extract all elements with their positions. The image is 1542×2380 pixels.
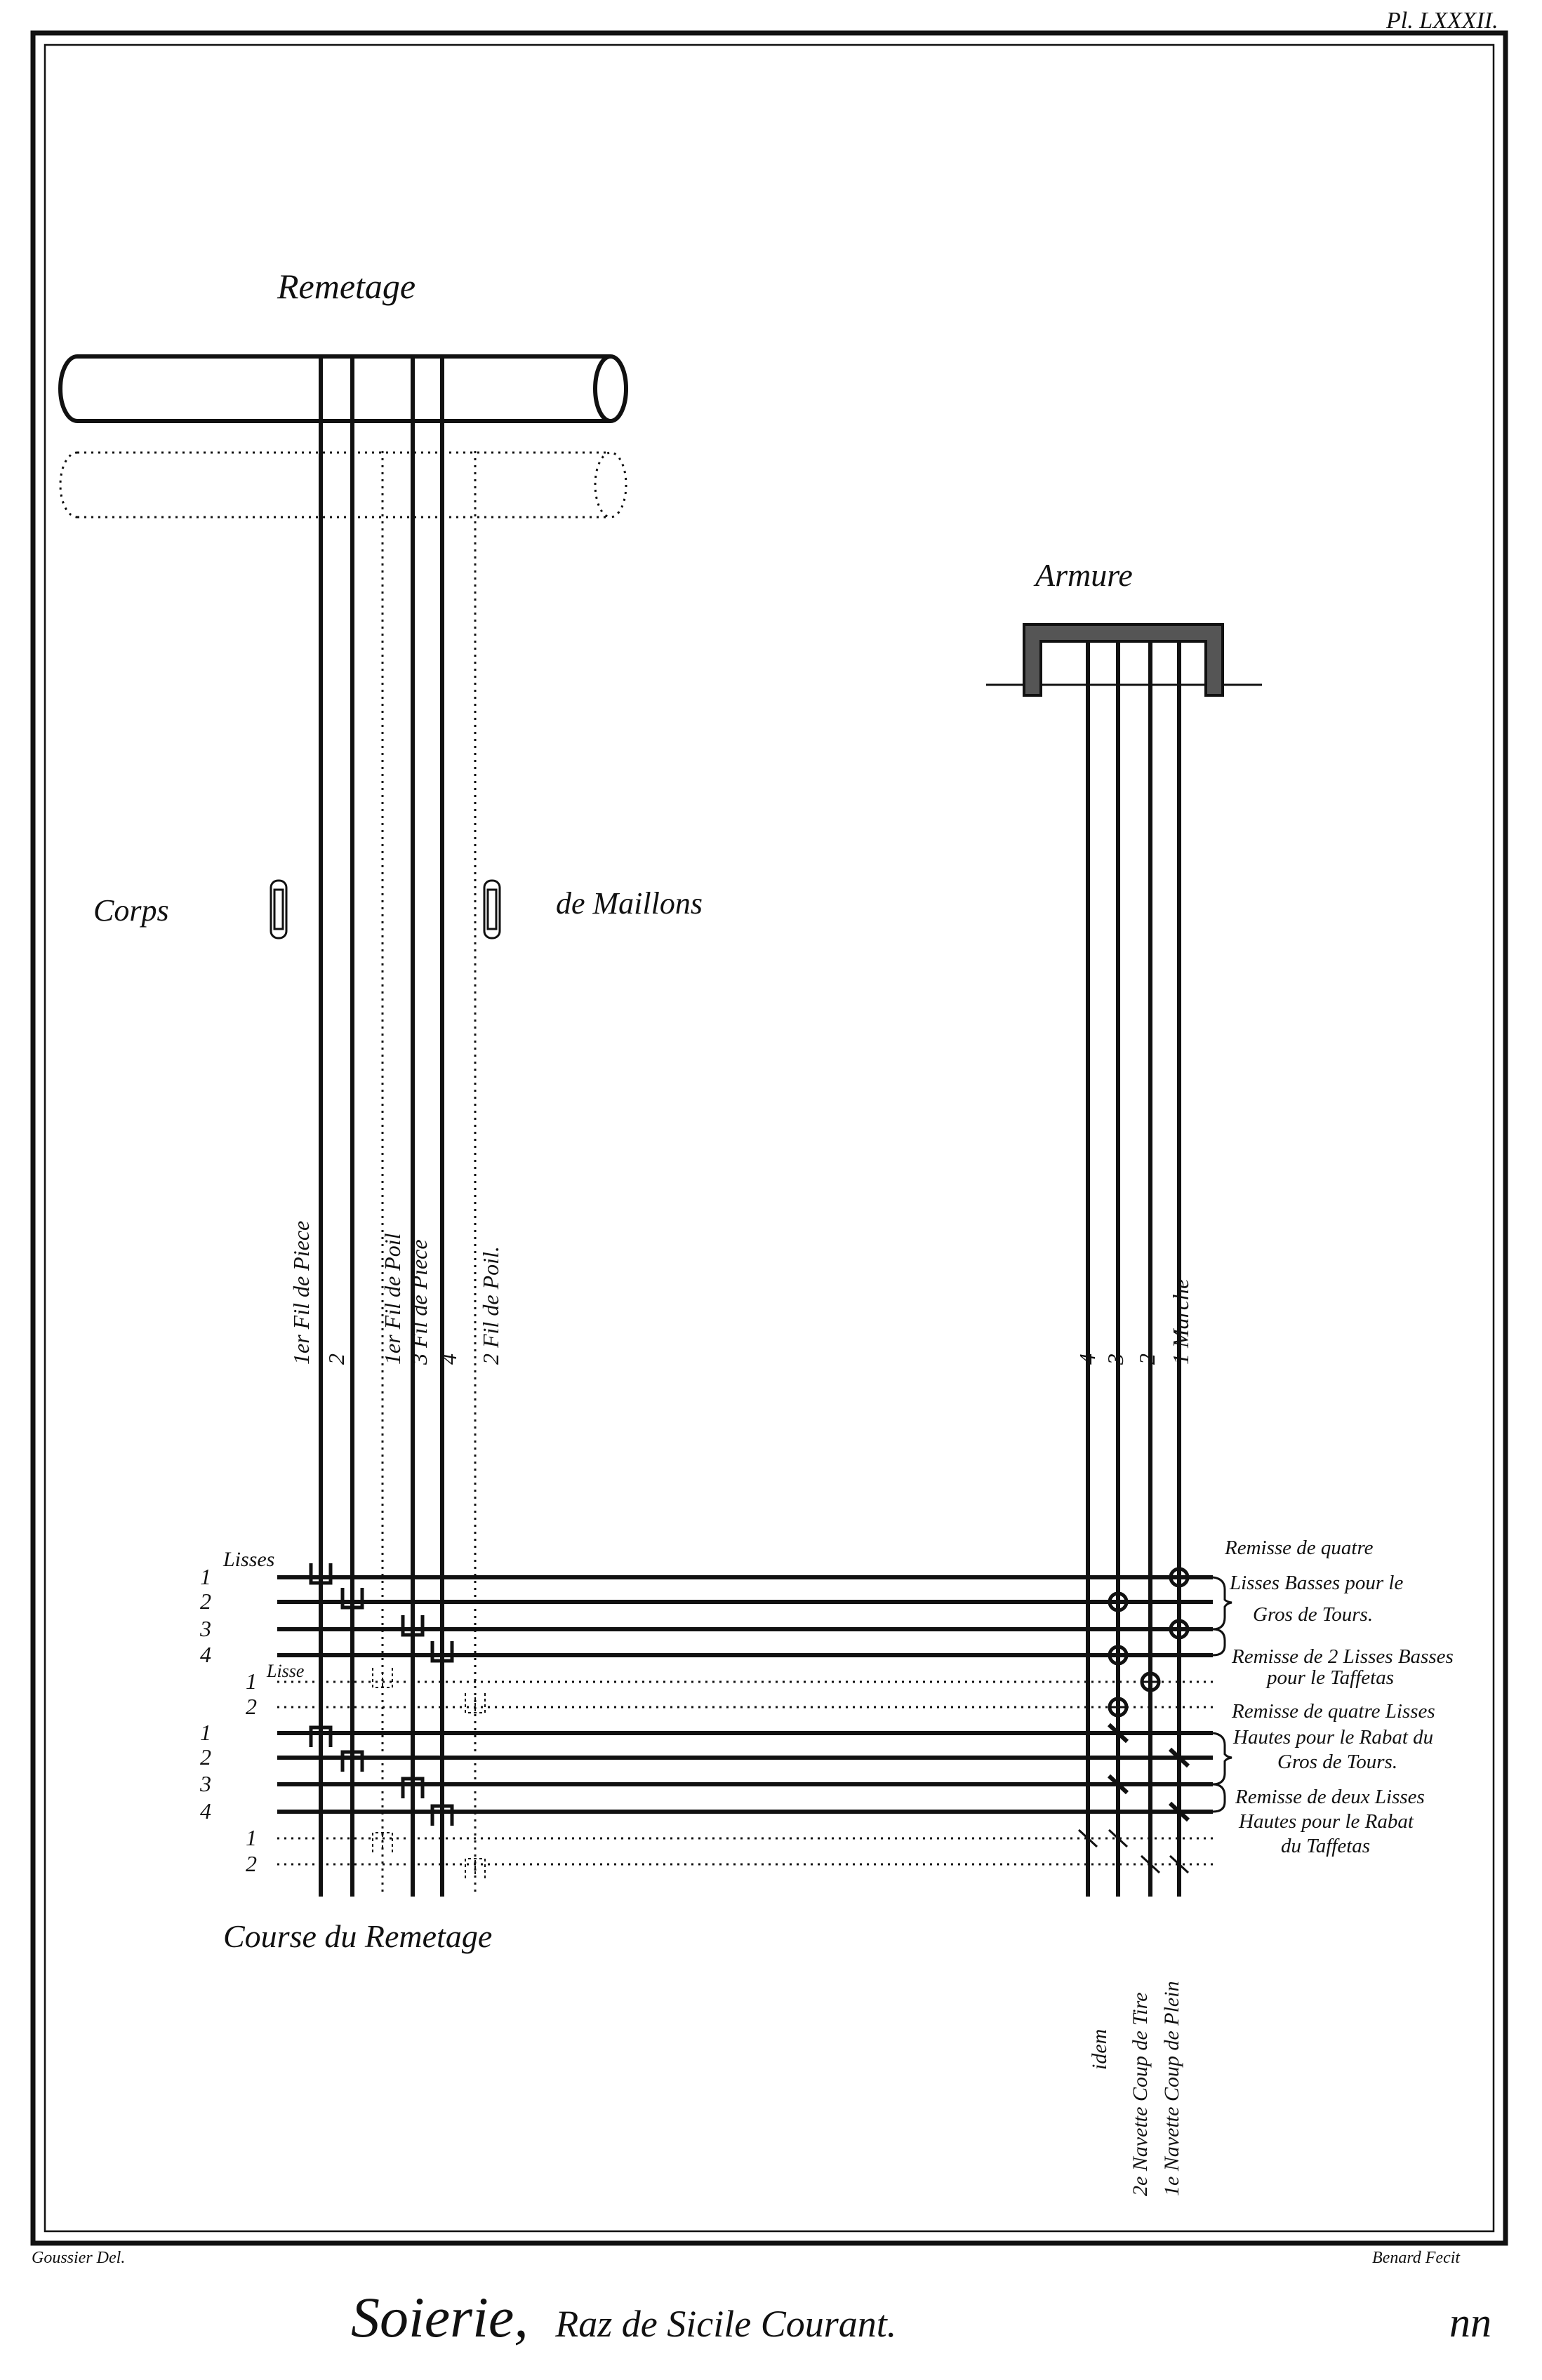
- remisse-label: Hautes pour le Rabat: [1238, 1810, 1414, 1833]
- row-number: 1: [246, 1825, 257, 1850]
- plate-number: Pl. LXXXII.: [1385, 8, 1498, 34]
- navette-label: 2e Navette Coup de Tire: [1129, 1992, 1152, 2196]
- row-number: 1: [200, 1720, 211, 1745]
- remisse-label: pour le Taffetas: [1265, 1666, 1394, 1689]
- remisse-label: du Taffetas: [1281, 1835, 1370, 1857]
- remetage-title: Remetage: [277, 267, 416, 306]
- warp-beam-solid: [58, 354, 628, 423]
- lift-cross-icon: [1110, 1647, 1126, 1664]
- outer-frame: [30, 30, 1508, 2246]
- brace-icon: [1212, 1576, 1232, 1813]
- corps-label: Corps: [93, 893, 169, 928]
- plate-title-sub: Raz de Sicile Courant.: [554, 2303, 896, 2345]
- row-number: 4: [200, 1798, 211, 1824]
- heddle-eye-icon: [340, 1588, 364, 1610]
- rabat-x-icon: [1168, 1747, 1190, 1768]
- heddle-eye-icon: [465, 1858, 486, 1878]
- row-number: 2: [200, 1589, 211, 1614]
- heddle-eye-icon: [340, 1750, 364, 1772]
- course-label: Course du Remetage: [223, 1918, 492, 1954]
- heddle-eye-icon: [309, 1563, 333, 1585]
- remisse-label: Remisse de deux Lisses: [1235, 1786, 1425, 1808]
- armure-thread-label: 1 Marche: [1168, 1279, 1193, 1365]
- row-number: 3: [199, 1771, 211, 1796]
- row-number: 4: [200, 1642, 211, 1667]
- warp-beam-dotted: [59, 451, 627, 519]
- navette-label: 1e Navette Coup de Plein: [1160, 1981, 1183, 2196]
- remisse-label: Remisse de quatre: [1224, 1537, 1374, 1559]
- thread-label: 2 Fil de Poil.: [478, 1246, 503, 1365]
- plate-title: Soierie, Raz de Sicile Courant.: [351, 2285, 896, 2349]
- inner-frame: [44, 44, 1495, 2233]
- heddle-rows: [277, 1575, 1213, 1866]
- remisse-label: Remisse de 2 Lisses Basses: [1231, 1645, 1454, 1668]
- remisse-label: Remisse de quatre Lisses: [1231, 1700, 1435, 1723]
- row-number: 1: [246, 1669, 257, 1694]
- remisse-label: Lisses Basses pour le: [1229, 1572, 1403, 1594]
- row-number: 1: [200, 1564, 211, 1589]
- heddle-eye-icon: [430, 1641, 454, 1663]
- row-number: 2: [246, 1694, 257, 1719]
- thread-label: 3 Fil de Piece: [406, 1239, 432, 1365]
- rabat-x-icon: [1108, 1829, 1129, 1848]
- maillon-icon: [270, 879, 288, 940]
- thread-label: 4: [436, 1353, 461, 1365]
- armure-thread-label: 3: [1103, 1353, 1128, 1365]
- heddle-eye-icon: [372, 1832, 393, 1852]
- lift-cross-icon: [1171, 1569, 1188, 1586]
- remisse-label: Hautes pour le Rabat du: [1232, 1726, 1433, 1749]
- row-number: 2: [200, 1744, 211, 1770]
- heddle-eye-icon: [430, 1804, 454, 1826]
- draftsman-credit: Goussier Del.: [32, 2249, 125, 2267]
- armure-frame: [986, 623, 1262, 697]
- rabat-x-icon: [1168, 1801, 1190, 1822]
- heddle-eye-icon: [372, 1668, 393, 1688]
- rabat-x-icon: [1169, 1854, 1190, 1874]
- row-number: 2: [246, 1851, 257, 1876]
- warp-threads: [319, 356, 477, 1897]
- heddle-eye-icon: [465, 1693, 486, 1713]
- remisse-label: Gros de Tours.: [1253, 1603, 1373, 1626]
- row-number: 3: [199, 1616, 211, 1641]
- heddle-eye-icon: [401, 1615, 425, 1637]
- armure-title: Armure: [1033, 557, 1133, 593]
- lift-cross-icon: [1142, 1673, 1159, 1690]
- rabat-x-icon: [1107, 1723, 1129, 1744]
- lisse-label: Lisse: [266, 1661, 304, 1681]
- remisse-label: Gros de Tours.: [1277, 1751, 1397, 1773]
- lift-cross-icon: [1110, 1593, 1126, 1610]
- maillon-icon: [483, 879, 501, 940]
- armure-threads: [1086, 641, 1181, 1897]
- plate-title-main: Soierie,: [351, 2285, 529, 2349]
- page-mark: nn: [1449, 2299, 1491, 2346]
- heddle-eye-icon: [309, 1725, 333, 1747]
- thread-label: 1er Fil de Poil: [380, 1233, 405, 1365]
- lift-cross-icon: [1171, 1621, 1188, 1638]
- armure-thread-label: 4: [1075, 1353, 1100, 1365]
- lift-cross-icon: [1110, 1699, 1126, 1716]
- heddle-marks: [309, 1563, 1190, 1878]
- heddle-eye-icon: [401, 1777, 425, 1798]
- thread-label: 2: [324, 1353, 349, 1365]
- navette-label: idem: [1088, 2029, 1111, 2070]
- maillons-label: de Maillons: [556, 886, 703, 921]
- lisses-label: Lisses: [222, 1548, 274, 1571]
- armure-thread-label: 2: [1134, 1353, 1159, 1365]
- engraver-credit: Benard Fecit: [1372, 2249, 1461, 2267]
- rabat-x-icon: [1107, 1774, 1129, 1795]
- rabat-x-icon: [1077, 1829, 1098, 1848]
- thread-label: 1er Fil de Piece: [288, 1221, 314, 1365]
- rabat-x-icon: [1140, 1854, 1161, 1874]
